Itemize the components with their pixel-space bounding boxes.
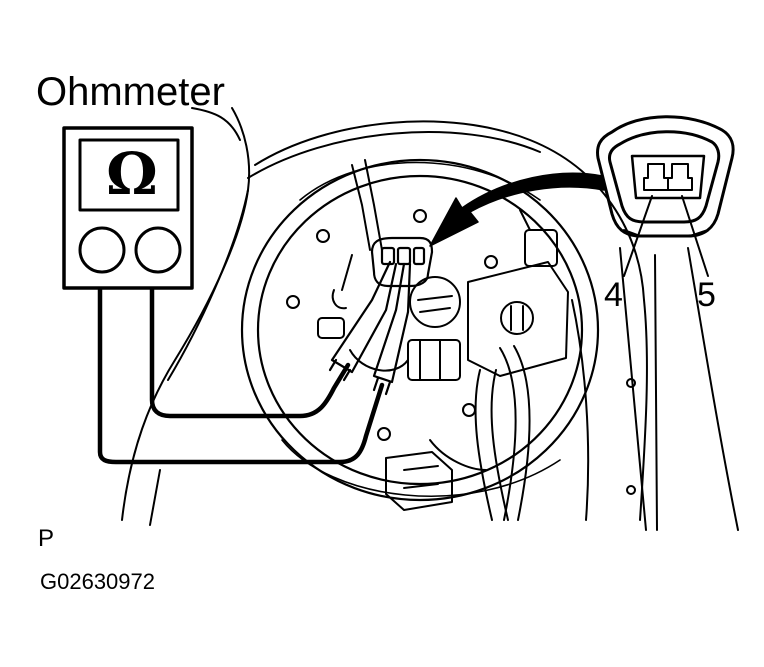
- pump-hardware: [317, 159, 569, 521]
- test-leads: [97, 279, 385, 465]
- view-marker-label: P: [38, 525, 55, 552]
- omega-icon: Ω: [106, 140, 158, 208]
- side-panel-lines: [619, 247, 739, 531]
- pin-4-label: 4: [604, 276, 623, 314]
- pin-leader-lines: [623, 195, 709, 277]
- connector-detail: [596, 115, 735, 238]
- pin-5-label: 5: [697, 276, 716, 314]
- ohmmeter-body: [62, 126, 194, 290]
- figure-code-label: G02630972: [40, 569, 155, 594]
- ohmmeter-label: Ohmmeter: [36, 70, 225, 114]
- test-probes: [328, 260, 412, 396]
- callout-arrow: [429, 172, 605, 247]
- ohmmeter-leader-line: [191, 107, 241, 141]
- body-panel-lines: [121, 107, 648, 526]
